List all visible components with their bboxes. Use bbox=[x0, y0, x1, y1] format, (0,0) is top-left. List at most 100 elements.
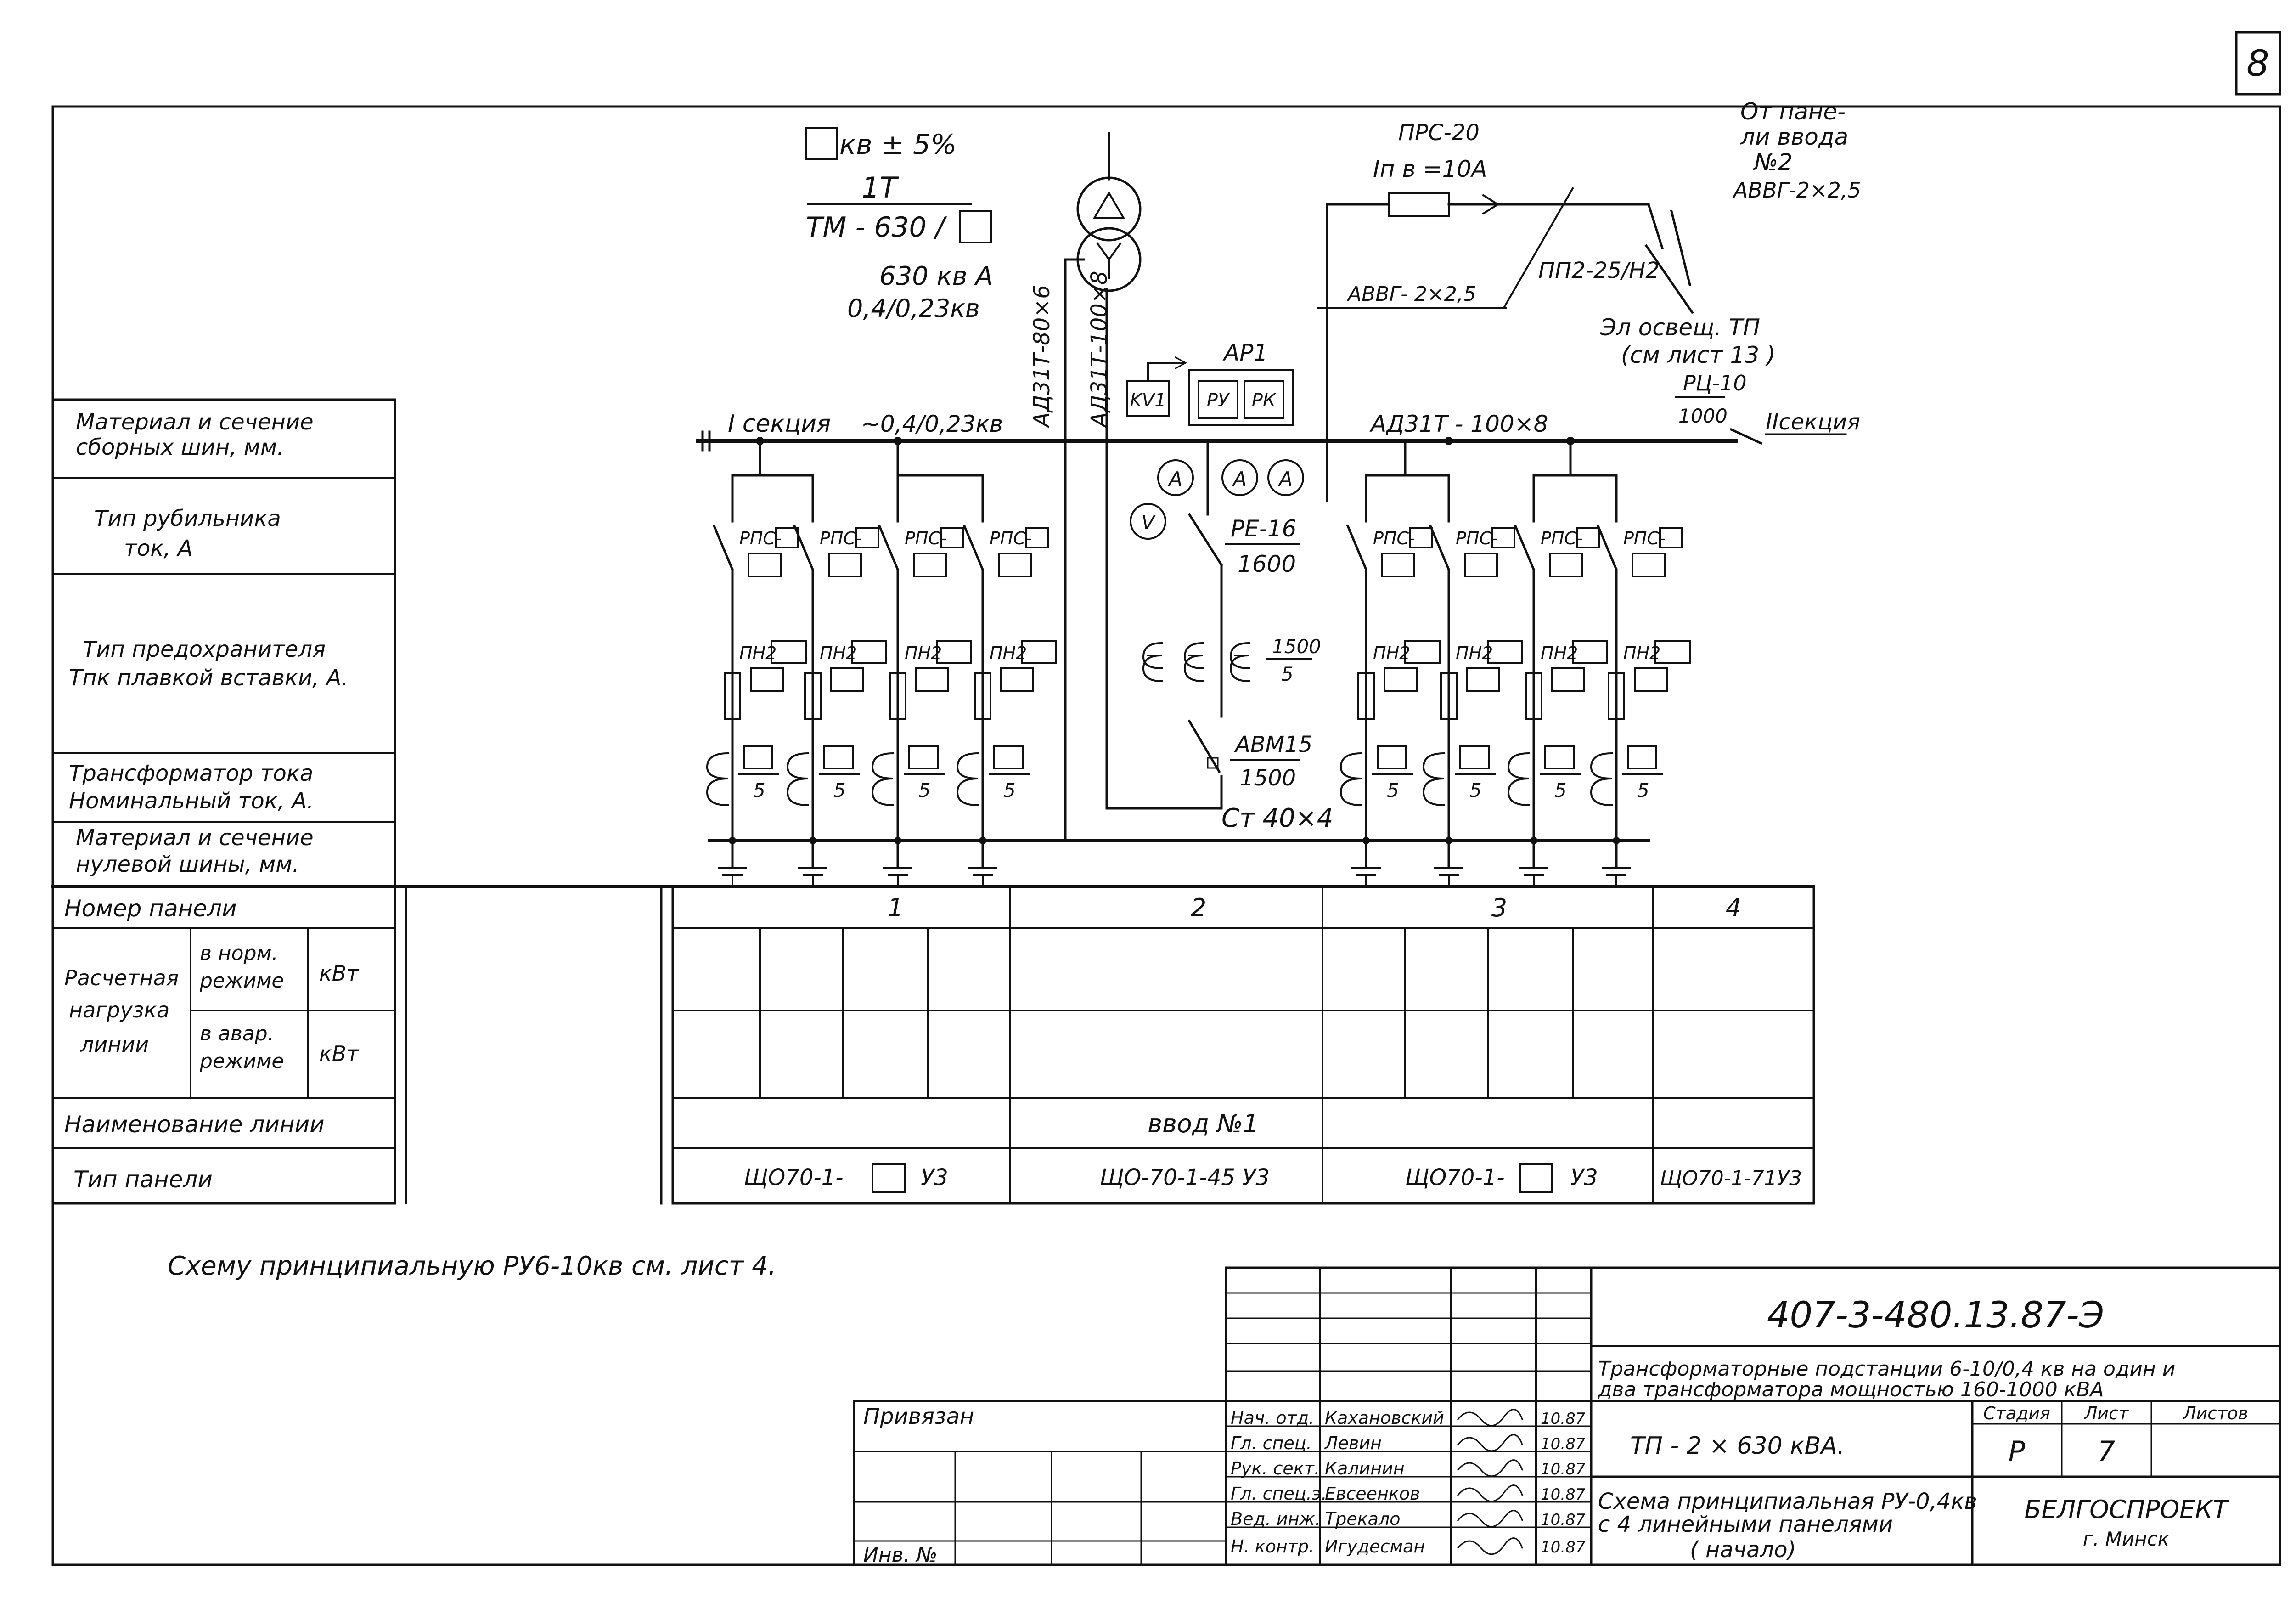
feeder-ground-arrow bbox=[1519, 867, 1548, 885]
org-name: БЕЛГОСПРОЕКТ bbox=[2024, 1495, 2229, 1524]
drawing-title-line2: с 4 линейными панелями bbox=[1598, 1512, 1893, 1537]
feeder-fuse-type-box bbox=[1487, 640, 1523, 664]
feeder-switch-rating-box bbox=[1409, 527, 1433, 548]
ct-main-3 bbox=[1229, 642, 1250, 683]
breaker-avm15-current: 1500 bbox=[1240, 765, 1296, 791]
feeder-fuse-label: ПН2 bbox=[739, 643, 777, 663]
signature-date: 10.87 bbox=[1541, 1485, 1586, 1504]
feeder-fuse-label: ПН2 bbox=[1456, 643, 1493, 663]
feeder-ground-arrow bbox=[1602, 867, 1631, 885]
sheet-value: 7 bbox=[2098, 1435, 2115, 1468]
feeder-switch-current-box bbox=[828, 553, 862, 577]
feeder-switch-rating-box bbox=[855, 527, 879, 548]
ammeter-2 bbox=[1221, 459, 1258, 496]
signature-name: Игудесман bbox=[1325, 1536, 1425, 1557]
feeder-ground-arrow bbox=[798, 867, 827, 885]
feeder-ct-den: 5 bbox=[833, 779, 846, 802]
ru-label: РУ bbox=[1207, 390, 1230, 411]
feeder-neutral-tap bbox=[1530, 837, 1537, 844]
feeder-fuse bbox=[1440, 672, 1458, 720]
feeder-fuse-current-box bbox=[1551, 667, 1585, 692]
feeder-ct bbox=[871, 752, 895, 807]
feeder-ct-den: 5 bbox=[1387, 779, 1399, 802]
feeder-switch bbox=[712, 524, 734, 571]
feeder-switch bbox=[962, 524, 985, 571]
org-city: г. Минск bbox=[2083, 1528, 2170, 1550]
rc-label: РЦ-10 bbox=[1683, 371, 1747, 395]
feeder-neutral-tap bbox=[729, 837, 736, 844]
feeder-fuse-label: ПН2 bbox=[1373, 643, 1410, 663]
rc-value: 1000 bbox=[1678, 405, 1728, 427]
lighting-label-line2: (см лист 13 ) bbox=[1621, 342, 1776, 368]
feeder-fuse-current-box bbox=[1634, 667, 1668, 692]
feeder-fuse-type-box bbox=[1654, 640, 1691, 664]
switch-pp2-label: ПП2-25/Н2 bbox=[1538, 258, 1660, 283]
neutral-bus-line2: нулевой шины, мм. bbox=[76, 852, 299, 877]
feeder-ct-den: 5 bbox=[1637, 779, 1649, 802]
cable-avvg-top: АВВГ-2×2,5 bbox=[1732, 178, 1861, 203]
switch-re16 bbox=[1187, 513, 1223, 567]
feeder-switch bbox=[1346, 524, 1368, 571]
kw-normal: кВт bbox=[319, 961, 359, 986]
panel-3-type-box bbox=[1519, 1163, 1553, 1193]
switch-type-line2: ток, А bbox=[124, 536, 193, 561]
feeder-group: РПС-ПН25РПС-ПН25РПС-ПН25РПС-ПН25РПС-ПН25… bbox=[706, 437, 1691, 885]
feeder-ct-den: 5 bbox=[1003, 779, 1016, 802]
feeder-fuse-label: ПН2 bbox=[1623, 643, 1660, 663]
feeder-switch-current-box bbox=[1464, 553, 1498, 577]
feeder-ground-arrow bbox=[1351, 867, 1381, 885]
feeder-switch-label: РПС- bbox=[1623, 528, 1666, 548]
feeder-fuse-type-box bbox=[1404, 640, 1441, 664]
drawing-title-line1: Схема принципиальная РУ-0,4кв bbox=[1598, 1489, 1977, 1514]
signature-name: Калинин bbox=[1325, 1458, 1405, 1479]
feeder-ct bbox=[786, 752, 810, 807]
panel-2-type: ЩО-70-1-45 У3 bbox=[1100, 1165, 1270, 1191]
lighting-label-line1: Эл освещ. ТП bbox=[1600, 314, 1760, 341]
signature-name: Кахановский bbox=[1325, 1408, 1444, 1428]
transformer-designation: 1Т bbox=[861, 171, 899, 204]
feeder-fuse-type-box bbox=[936, 640, 972, 664]
emergency-mode-line1: в авар. bbox=[200, 1022, 274, 1045]
panel-2-number: 2 bbox=[1191, 893, 1206, 922]
normal-mode-line2: режиме bbox=[199, 969, 284, 993]
signature-date: 10.87 bbox=[1541, 1538, 1586, 1557]
page-number: 8 bbox=[2246, 43, 2269, 85]
feeder-fuse-type-box bbox=[851, 640, 887, 664]
section2-label: IIсекция bbox=[1766, 409, 1860, 435]
stage-header: Стадия bbox=[1983, 1403, 2050, 1423]
kw-emergency: кВт bbox=[319, 1041, 359, 1066]
panel-1-type-suffix: У3 bbox=[921, 1165, 948, 1191]
feeder-switch-label: РПС- bbox=[739, 528, 782, 548]
kv1-label: KV1 bbox=[1130, 390, 1166, 411]
feeder-ct-den: 5 bbox=[1554, 779, 1567, 802]
ammeter-2-label: А bbox=[1232, 468, 1247, 491]
ammeter-3 bbox=[1267, 459, 1304, 496]
signature-date: 10.87 bbox=[1541, 1435, 1586, 1453]
feeder-neutral-tap bbox=[1445, 837, 1452, 844]
signature-role: Нач. отд. bbox=[1231, 1408, 1314, 1428]
feeder-ct-num-box bbox=[1544, 745, 1575, 769]
feeder-fuse bbox=[889, 672, 906, 720]
feeder-ct-den: 5 bbox=[1469, 779, 1482, 802]
feeder-ground-arrow bbox=[883, 867, 912, 885]
panel-number-label: Номер панели bbox=[64, 895, 237, 922]
feeder-ct-den: 5 bbox=[918, 779, 931, 802]
feeder-ct bbox=[956, 752, 979, 807]
feeder-switch-rating-box bbox=[775, 527, 799, 548]
feeder-neutral-tap bbox=[809, 837, 816, 844]
cable-right-label: АД31Т-100×8 bbox=[1086, 271, 1112, 429]
signature-scribble bbox=[1457, 1537, 1523, 1555]
feeder-fuse-current-box bbox=[1466, 667, 1500, 692]
transformer-power: 630 кв А bbox=[879, 261, 993, 291]
feeder-ct-num-box bbox=[1377, 745, 1407, 769]
feeder-fuse-current-box bbox=[750, 667, 784, 692]
feeder-switch bbox=[793, 524, 815, 571]
voltage-box bbox=[805, 127, 838, 160]
ammeter-1-label: А bbox=[1167, 468, 1182, 491]
ar1-title: АР1 bbox=[1222, 339, 1268, 366]
signature-date: 10.87 bbox=[1541, 1410, 1586, 1428]
calc-load-line2: нагрузка bbox=[69, 998, 169, 1022]
